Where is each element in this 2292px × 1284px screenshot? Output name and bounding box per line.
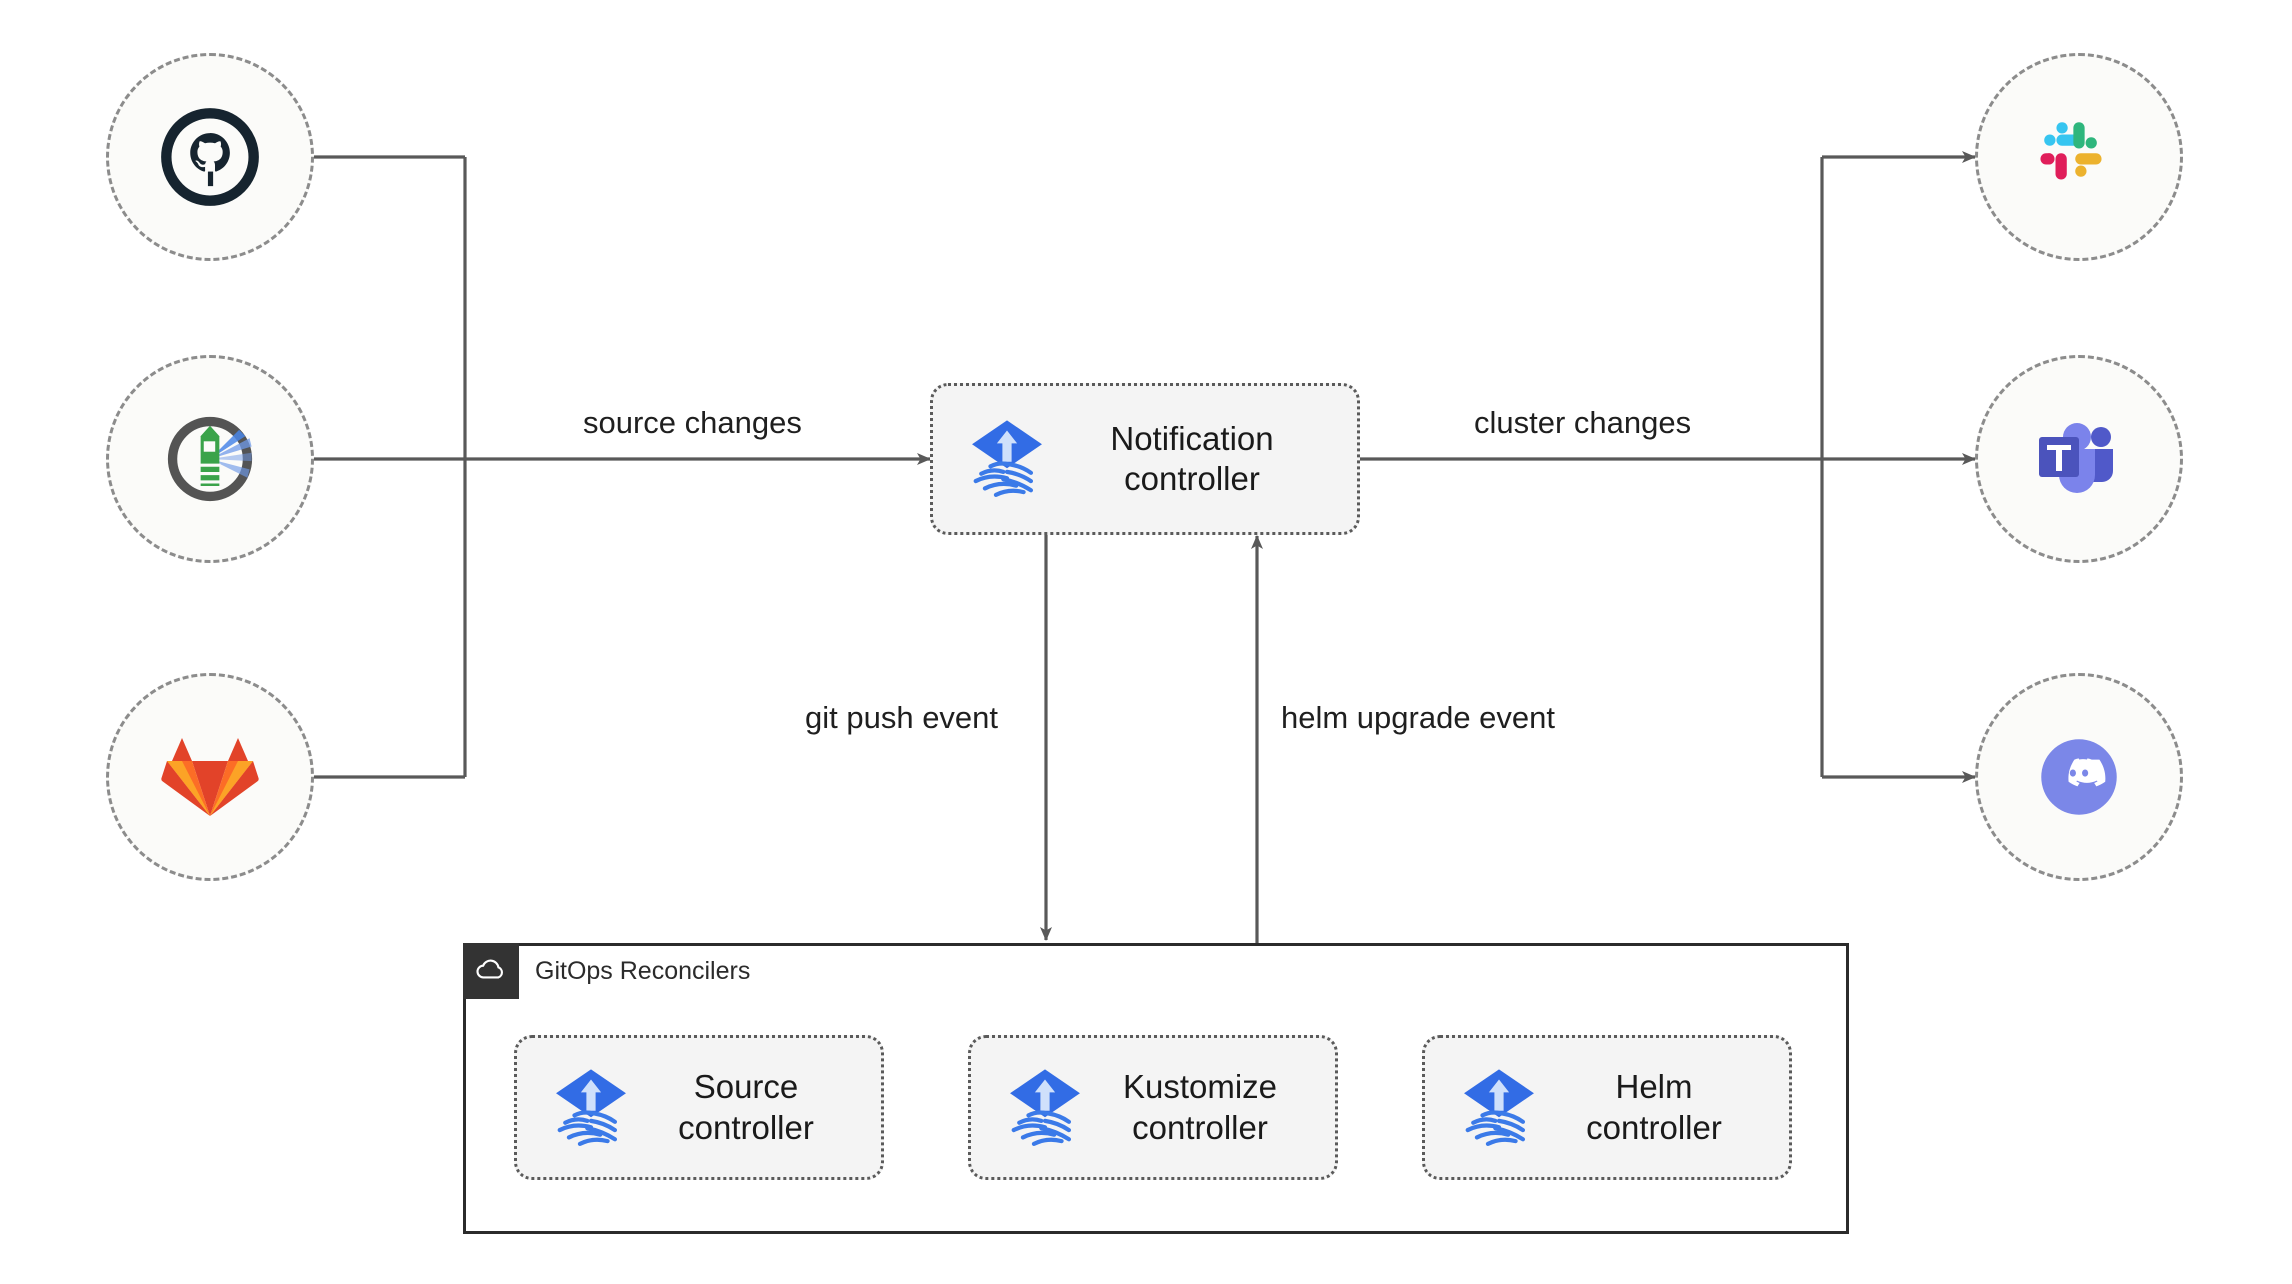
flux-lighthouse-icon xyxy=(154,403,266,515)
microsoft-teams-icon xyxy=(2023,403,2135,515)
kustomize-controller-label: Kustomize controller xyxy=(1122,1068,1278,1146)
edge-label-source-changes: source changes xyxy=(583,405,802,440)
edge-label-git-push-event: git push event xyxy=(805,700,999,735)
source-node-gitlab[interactable] xyxy=(106,673,314,881)
helm-controller-box[interactable]: Helm controller xyxy=(1422,1035,1792,1180)
notification-controller-label: Notification controller xyxy=(1110,419,1274,497)
notification-controller-box[interactable]: Notification controller xyxy=(930,383,1360,535)
gitops-reconcilers-header: GitOps Reconcilers xyxy=(463,943,750,999)
gitops-reconcilers-title: GitOps Reconcilers xyxy=(535,956,751,985)
discord-icon xyxy=(2023,721,2135,833)
flux-logo-icon xyxy=(545,1062,637,1154)
edge-label-helm-upgrade-event: helm upgrade event xyxy=(1281,700,1556,735)
source-controller-label: Source controller xyxy=(678,1068,814,1146)
flux-logo-icon xyxy=(1453,1062,1545,1154)
source-controller-box[interactable]: Source controller xyxy=(514,1035,884,1180)
target-node-discord[interactable] xyxy=(1975,673,2183,881)
kustomize-controller-box[interactable]: Kustomize controller xyxy=(968,1035,1338,1180)
source-node-flux[interactable] xyxy=(106,355,314,563)
helm-controller-label: Helm controller xyxy=(1586,1068,1722,1146)
cloud-icon xyxy=(463,943,519,999)
flux-logo-icon xyxy=(961,413,1053,505)
slack-icon xyxy=(2023,101,2135,213)
flux-logo-icon xyxy=(999,1062,1091,1154)
source-node-github[interactable] xyxy=(106,53,314,261)
github-icon xyxy=(154,101,266,213)
target-node-teams[interactable] xyxy=(1975,355,2183,563)
gitlab-icon xyxy=(154,721,266,833)
target-node-slack[interactable] xyxy=(1975,53,2183,261)
edge-label-cluster-changes: cluster changes xyxy=(1474,405,1692,440)
